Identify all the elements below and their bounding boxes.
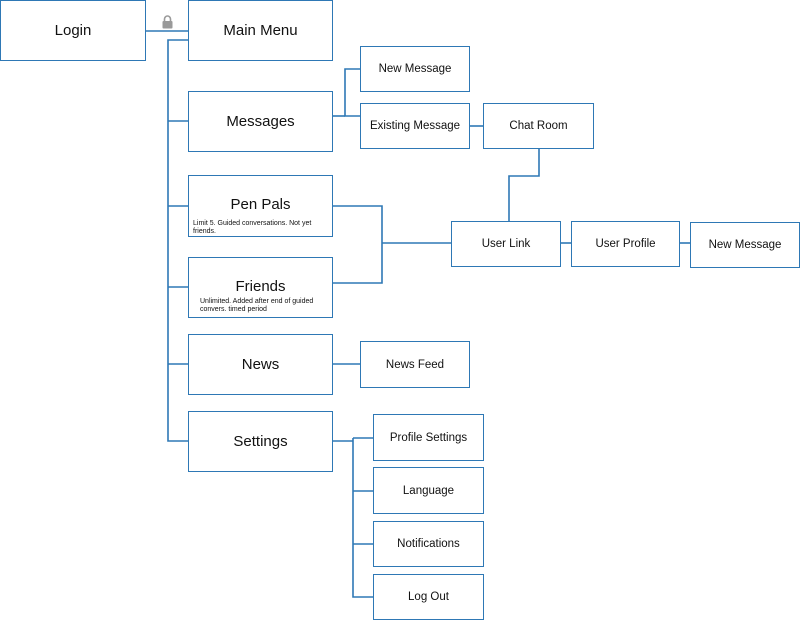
new-message-2-node: New Message bbox=[690, 222, 800, 268]
messages-label: Messages bbox=[226, 113, 295, 130]
pen-pals-note: Limit 5. Guided conversations. Not yet f… bbox=[193, 220, 312, 235]
new-message-2-label: New Message bbox=[708, 239, 782, 251]
friends-node: Friends Unlimited. Added after end of gu… bbox=[188, 257, 333, 318]
news-feed-label: News Feed bbox=[385, 358, 445, 371]
pen-pals-label: Pen Pals bbox=[230, 196, 291, 213]
language-label: Language bbox=[402, 484, 455, 497]
new-message-label: New Message bbox=[378, 63, 452, 75]
chat-room-label: Chat Room bbox=[509, 120, 568, 132]
main-menu-label: Main Menu bbox=[223, 22, 298, 39]
news-feed-node: News Feed bbox=[360, 341, 470, 388]
log-out-label: Log Out bbox=[408, 591, 449, 603]
settings-label: Settings bbox=[233, 433, 288, 450]
lock-icon bbox=[162, 15, 173, 29]
friends-label: Friends bbox=[235, 278, 286, 295]
messages-node: Messages bbox=[188, 91, 333, 152]
news-label: News bbox=[241, 356, 280, 373]
user-profile-node: User Profile bbox=[571, 221, 680, 267]
pen-pals-node: Pen Pals Limit 5. Guided conversations. … bbox=[188, 175, 333, 237]
friends-note: Unlimited. Added after end of guided con… bbox=[200, 298, 314, 313]
log-out-node: Log Out bbox=[373, 574, 484, 620]
notifications-label: Notifications bbox=[397, 538, 460, 550]
profile-settings-label: Profile Settings bbox=[389, 431, 468, 444]
login-node: Login bbox=[0, 0, 146, 61]
notifications-node: Notifications bbox=[373, 521, 484, 567]
user-link-label: User Link bbox=[481, 238, 531, 250]
login-label: Login bbox=[54, 22, 92, 39]
news-node: News bbox=[188, 334, 333, 395]
chat-room-node: Chat Room bbox=[483, 103, 594, 149]
language-node: Language bbox=[373, 467, 484, 514]
main-menu-node: Main Menu bbox=[188, 0, 333, 61]
new-message-node: New Message bbox=[360, 46, 470, 92]
existing-message-node: Existing Message bbox=[360, 103, 470, 149]
user-link-node: User Link bbox=[451, 221, 561, 267]
existing-message-label: Existing Message bbox=[369, 120, 461, 132]
user-profile-label: User Profile bbox=[595, 238, 656, 250]
settings-node: Settings bbox=[188, 411, 333, 472]
profile-settings-node: Profile Settings bbox=[373, 414, 484, 461]
